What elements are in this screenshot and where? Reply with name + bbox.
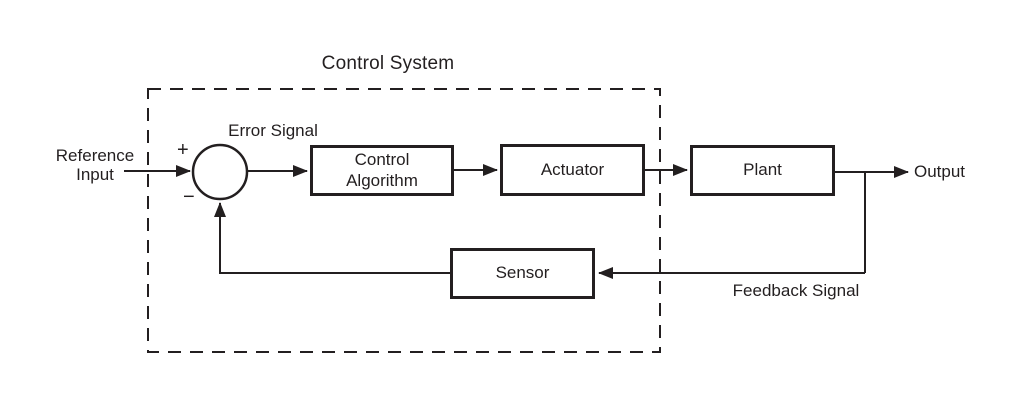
error-signal-label: Error Signal — [228, 121, 318, 140]
output-label: Output — [914, 162, 966, 181]
control-system-boundary — [147, 88, 661, 353]
summing-minus-sign: − — [183, 186, 195, 208]
sensor-label: Sensor — [495, 263, 550, 283]
actuator-label: Actuator — [540, 159, 605, 179]
feedback-signal-label: Feedback Signal — [732, 281, 860, 300]
sensor-block: Sensor — [450, 248, 595, 299]
plant-block: Plant — [690, 145, 835, 196]
summing-plus-sign: + — [177, 139, 189, 161]
reference-input-label: Reference Input — [55, 146, 135, 185]
sensor-to-junction-arrow — [214, 202, 450, 274]
actuator-block: Actuator — [500, 144, 645, 196]
control-algorithm-block: Control Algorithm — [310, 145, 454, 196]
control-algorithm-label: Control Algorithm — [346, 150, 418, 190]
summing-junction — [191, 143, 249, 201]
diagram-title: Control System — [321, 53, 455, 74]
plant-label: Plant — [743, 160, 782, 180]
